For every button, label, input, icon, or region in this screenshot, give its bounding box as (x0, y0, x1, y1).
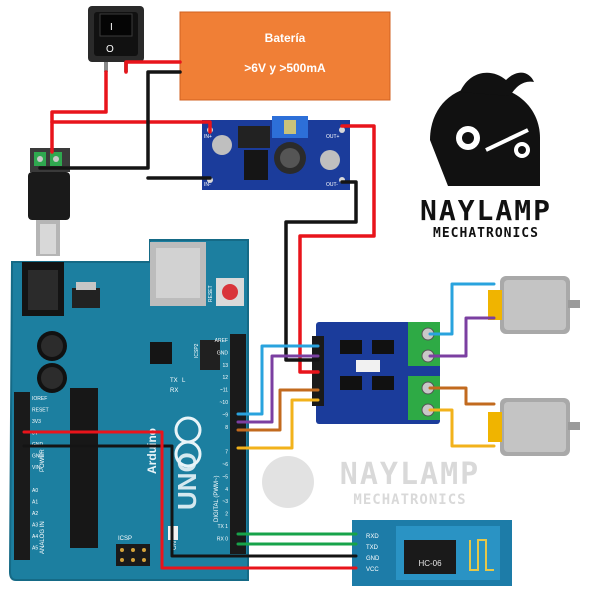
right-pin-label: ~10 (220, 400, 229, 406)
left-header (14, 392, 30, 560)
watermark-line2: MECHATRONICS (353, 492, 466, 508)
hc06-pin-label: RXD (366, 534, 379, 540)
right-pin-label: ~5 (222, 474, 228, 480)
wire-blue-motor (428, 282, 496, 336)
right-pin-label: 4 (225, 487, 228, 493)
logo-line1: NAYLAMP (420, 194, 552, 227)
on-led-label: ON (172, 541, 178, 550)
left-pin-label: A2 (32, 511, 38, 517)
svg-text:O: O (106, 44, 114, 55)
logo-line2: MECHATRONICS (433, 226, 539, 241)
wire-black-buck-out (284, 180, 358, 362)
power-label: POWER (40, 449, 46, 472)
hc06-chip-label: HC-06 (418, 559, 442, 568)
wire-brown-ctrl (236, 388, 320, 432)
wire-red-battery (124, 60, 182, 74)
left-pin-label: GND (32, 454, 44, 460)
analog-label: ANALOG IN (40, 521, 46, 554)
battery-spec: >6V y >500mA (244, 61, 326, 75)
wire-black-gnd (22, 444, 358, 558)
right-pin-label: TX 1 (217, 524, 228, 530)
hc06-pin-label: GND (366, 556, 380, 562)
led-rx-label: RX (170, 388, 178, 394)
wire-blue-ctrl (236, 344, 320, 416)
buck-in-plus: IN+ (204, 134, 212, 140)
right-pin-label: 13 (222, 363, 228, 369)
digital-label: DIGITAL (PWM~) (214, 475, 220, 522)
right-pin-label: 2 (225, 512, 228, 518)
dc-motor-bottom (488, 398, 580, 456)
wire-purple-motor (428, 316, 496, 358)
watermark: NAYLAMP MECHATRONICS (262, 456, 480, 508)
arduino-brand: Arduino (145, 428, 159, 474)
hc06-pin-labels: RXD TXD GND VCC (366, 534, 380, 573)
left-pin-label: A3 (32, 523, 38, 529)
arduino-board: RESET ICSP2 L TX RX Arduino UNO DIGITAL … (8, 239, 249, 581)
hc06-pin-label: TXD (366, 545, 379, 551)
right-pin-label: ~9 (222, 412, 228, 418)
right-pin-label: RX 0 (217, 536, 228, 542)
buck-in-minus: IN- (204, 182, 211, 188)
left-pin-label: RESET (32, 408, 49, 414)
right-pin-label: ~6 (222, 462, 228, 468)
wire-red-buck-in (50, 120, 212, 134)
right-pin-label: GND (217, 350, 229, 356)
icsp-header (116, 544, 150, 566)
wire-red-vcc (22, 430, 358, 570)
left-pin-label: A5 (32, 546, 38, 552)
buck-out-plus: OUT+ (326, 134, 340, 140)
wire-brown-motor (428, 386, 496, 406)
reset-label: RESET (208, 285, 214, 302)
wire-yellow-ctrl (236, 398, 320, 450)
watermark-line1: NAYLAMP (340, 457, 480, 492)
left-pin-label: VIN (32, 465, 41, 471)
left-pin-label: A0 (32, 488, 38, 494)
right-pin-labels: AREF GND 13 12 ~11 ~10 ~9 8 7 ~6 ~5 4 ~3 2 TX 1 RX 0 (215, 338, 229, 542)
wire-red-switch (50, 70, 108, 154)
hc06-module: HC-06 RXD TXD GND VCC (352, 520, 512, 586)
dc-motor-top (488, 276, 580, 334)
battery-title: Batería (265, 31, 306, 45)
wire-red-buck-out (298, 124, 376, 374)
right-header (230, 334, 246, 554)
right-pin-label: 12 (222, 375, 228, 381)
led-l-label: L (182, 378, 186, 384)
left-pin-label: A1 (32, 500, 38, 506)
wires (22, 60, 496, 570)
left-pin-label: IOREF (32, 396, 47, 402)
icsp2-label: ICSP2 (194, 343, 200, 358)
dc-jack (28, 148, 70, 256)
wire-purple-ctrl (236, 354, 320, 424)
right-pin-label: ~3 (222, 499, 228, 505)
naylamp-logo: NAYLAMP MECHATRONICS (420, 72, 552, 241)
left-pin-label: 3V3 (32, 419, 41, 425)
wire-black-battery (38, 70, 182, 170)
right-pin-label: 7 (225, 450, 228, 456)
buck-converter: OUT+ OUT- IN+ IN- (202, 116, 350, 190)
right-pin-label: 8 (225, 425, 228, 431)
led-tx-label: TX (170, 378, 178, 384)
right-pin-label: AREF (215, 338, 228, 344)
rocker-switch: I O (88, 6, 144, 72)
svg-text:I: I (110, 22, 113, 33)
wire-yellow-motor (428, 408, 496, 448)
hc06-pin-label: VCC (366, 567, 379, 573)
right-pin-label: ~11 (220, 388, 228, 394)
motor-driver (312, 322, 440, 424)
icsp-label: ICSP (118, 536, 132, 542)
battery-box: Batería >6V y >500mA (179, 11, 391, 101)
buck-out-minus: OUT- (326, 182, 338, 188)
left-pin-label: A4 (32, 534, 38, 540)
